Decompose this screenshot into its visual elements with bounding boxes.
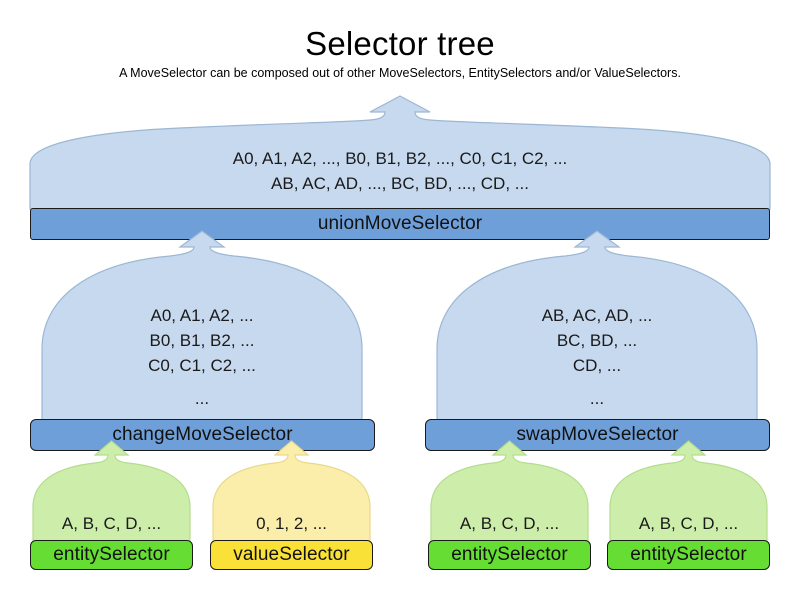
label-entity-selector-3[interactable]: entitySelector	[607, 540, 770, 570]
label-swap-move-selector[interactable]: swapMoveSelector	[425, 419, 770, 451]
value1-balloon-shape	[212, 440, 371, 544]
page-subtitle: A MoveSelector can be composed out of ot…	[119, 66, 681, 80]
label-entity-selector-1[interactable]: entitySelector	[30, 540, 193, 570]
entity2-balloon-shape	[430, 440, 589, 544]
page-title: Selector tree	[305, 25, 495, 62]
swap-balloon-shape	[436, 230, 758, 422]
union-balloon-shape	[29, 95, 771, 210]
label-change-move-selector[interactable]: changeMoveSelector	[30, 419, 375, 451]
entity3-balloon-shape	[609, 440, 768, 544]
node-union-move-selector[interactable]: A0, A1, A2, ..., B0, B1, B2, ..., C0, C1…	[29, 95, 771, 210]
label-value-selector-1[interactable]: valueSelector	[210, 540, 373, 570]
node-value-selector-1[interactable]: 0, 1, 2, ...	[212, 440, 371, 544]
label-entity-selector-2[interactable]: entitySelector	[428, 540, 591, 570]
node-entity-selector-3[interactable]: A, B, C, D, ...	[609, 440, 768, 544]
entity1-balloon-shape	[32, 440, 191, 544]
label-union-move-selector[interactable]: unionMoveSelector	[30, 208, 770, 240]
node-entity-selector-2[interactable]: A, B, C, D, ...	[430, 440, 589, 544]
node-swap-move-selector[interactable]: AB, AC, AD, ... BC, BD, ... CD, ... ...	[436, 230, 758, 422]
node-change-move-selector[interactable]: A0, A1, A2, ... B0, B1, B2, ... C0, C1, …	[41, 230, 363, 422]
node-entity-selector-1[interactable]: A, B, C, D, ...	[32, 440, 191, 544]
change-balloon-shape	[41, 230, 363, 422]
